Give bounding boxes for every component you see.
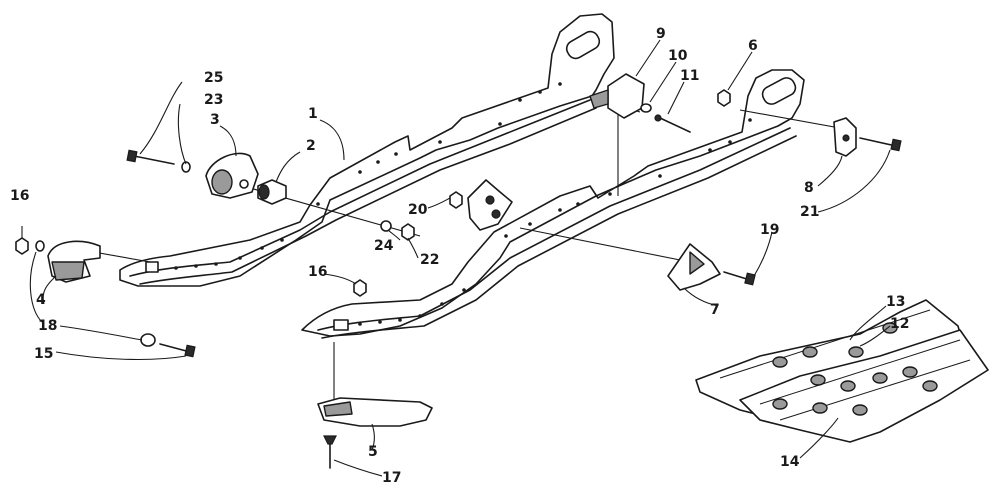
callout-11: 11 — [680, 68, 699, 84]
callout-18: 18 — [38, 318, 57, 334]
part-25-bolt — [126, 149, 175, 165]
part-3-idler-wheel-block — [205, 152, 259, 199]
part-5-front-cap — [317, 397, 433, 427]
callout-24: 24 — [374, 238, 394, 254]
part-washer-left — [35, 240, 45, 252]
part-11-bolt — [654, 114, 691, 133]
callout-3: 3 — [210, 112, 220, 128]
callout-16-lower: 16 — [308, 264, 327, 280]
part-15-bolt — [159, 343, 196, 358]
part-18-washer — [140, 333, 156, 347]
callout-10: 10 — [668, 48, 688, 64]
callout-15: 15 — [34, 346, 53, 362]
callout-21: 21 — [800, 204, 819, 220]
callout-19: 19 — [760, 222, 779, 238]
part-23-washer — [181, 161, 191, 173]
part-16-nut-lower — [353, 279, 367, 297]
part-21-bolt — [859, 137, 902, 152]
callout-labels: 1 2 3 4 5 6 7 8 9 10 11 12 13 14 15 16 1… — [10, 26, 909, 486]
part-9-block — [589, 73, 645, 119]
part-22-nut — [401, 223, 415, 241]
part-7-bracket — [667, 243, 721, 291]
callout-9: 9 — [656, 26, 666, 42]
part-20-bracket — [449, 179, 513, 231]
callout-23: 23 — [204, 92, 223, 108]
callout-2: 2 — [306, 138, 316, 154]
part-8-bracket — [833, 117, 857, 157]
callout-leaders — [21, 39, 891, 477]
callout-16-left: 16 — [10, 188, 29, 204]
part-17-screw — [323, 435, 337, 469]
part-2-spacer — [257, 179, 287, 205]
part-24-washer — [380, 220, 392, 232]
part-16-nut — [15, 237, 29, 255]
callout-4: 4 — [36, 292, 46, 308]
callout-5: 5 — [368, 444, 378, 460]
front-slide-rail — [301, 69, 805, 339]
callout-17: 17 — [382, 470, 401, 486]
callout-25: 25 — [204, 70, 223, 86]
callout-13: 13 — [886, 294, 905, 310]
part-4-rear-cap — [47, 240, 101, 283]
part-10-washer — [640, 103, 652, 113]
wear-strip-assembly — [695, 299, 989, 443]
callout-12: 12 — [890, 316, 909, 332]
callout-8: 8 — [804, 180, 814, 196]
part-6-nut — [717, 89, 731, 107]
callout-20: 20 — [408, 202, 428, 218]
part-19-bolt — [723, 271, 756, 286]
callout-7: 7 — [710, 302, 720, 318]
callout-14: 14 — [780, 454, 800, 470]
callout-1: 1 — [308, 106, 318, 122]
callout-6: 6 — [748, 38, 758, 54]
rear-slide-rail — [119, 13, 615, 287]
callout-22: 22 — [420, 252, 439, 268]
